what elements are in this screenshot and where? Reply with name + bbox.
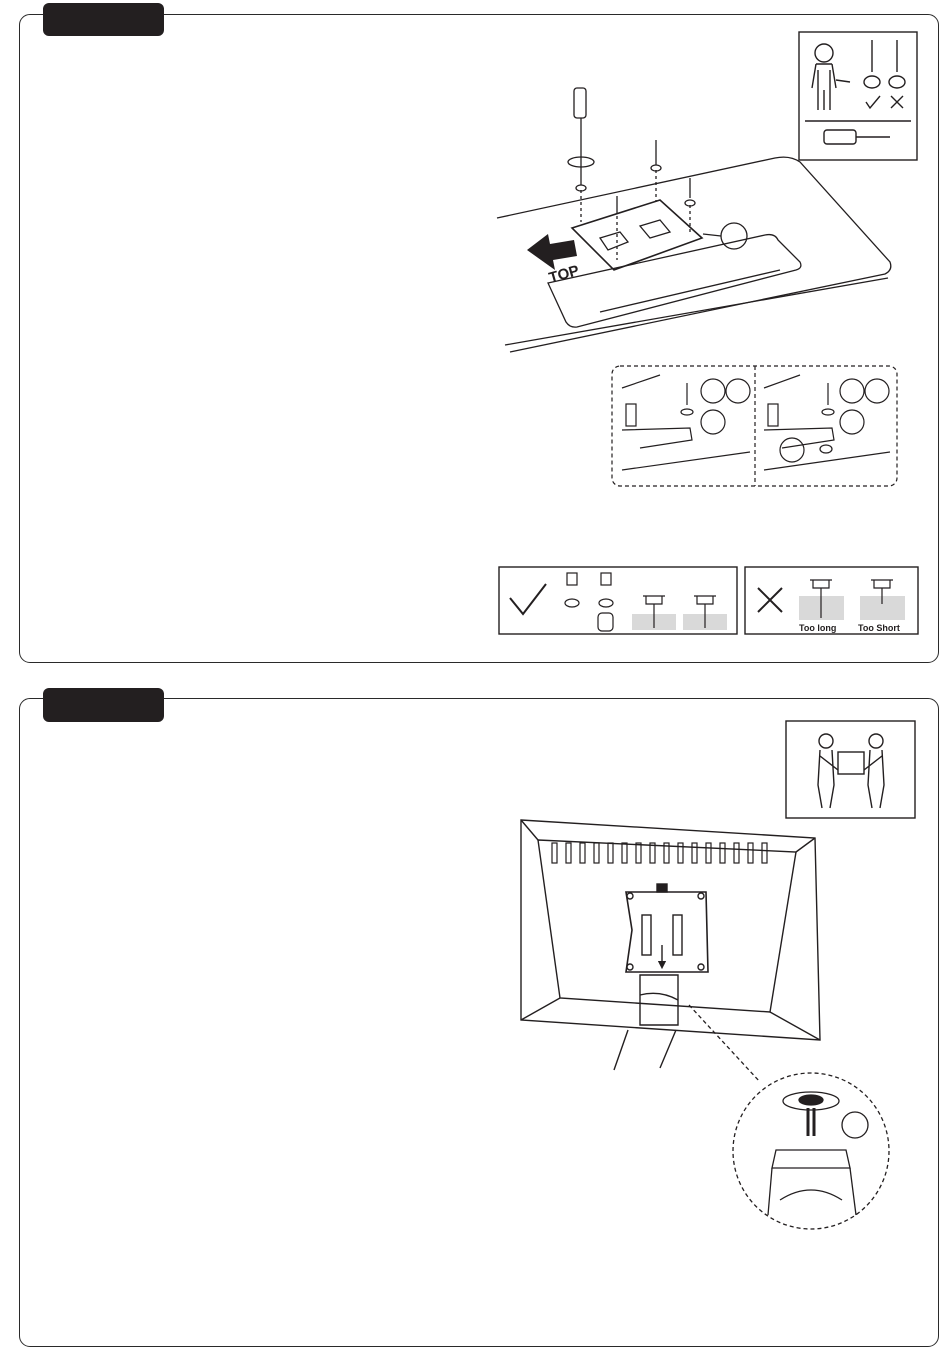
cross-mark-icon [758, 588, 782, 612]
tool-requirement-icon [799, 32, 917, 160]
check-mark-icon [510, 584, 546, 614]
two-person-lift-icon [786, 721, 915, 818]
monitor-back-illustration [497, 88, 891, 352]
spacer-detail-inset [612, 366, 897, 486]
incorrect-screw-length-box: Too long Too Short [745, 567, 918, 634]
vesa-plate [626, 892, 708, 972]
too-short-label: Too Short [858, 623, 900, 633]
too-long-label: Too long [799, 623, 836, 633]
vesa-plate [572, 200, 702, 270]
correct-screw-length-box [499, 567, 737, 634]
monitor-rear-view [521, 820, 820, 1070]
top-direction-indicator: TOP [527, 234, 581, 287]
